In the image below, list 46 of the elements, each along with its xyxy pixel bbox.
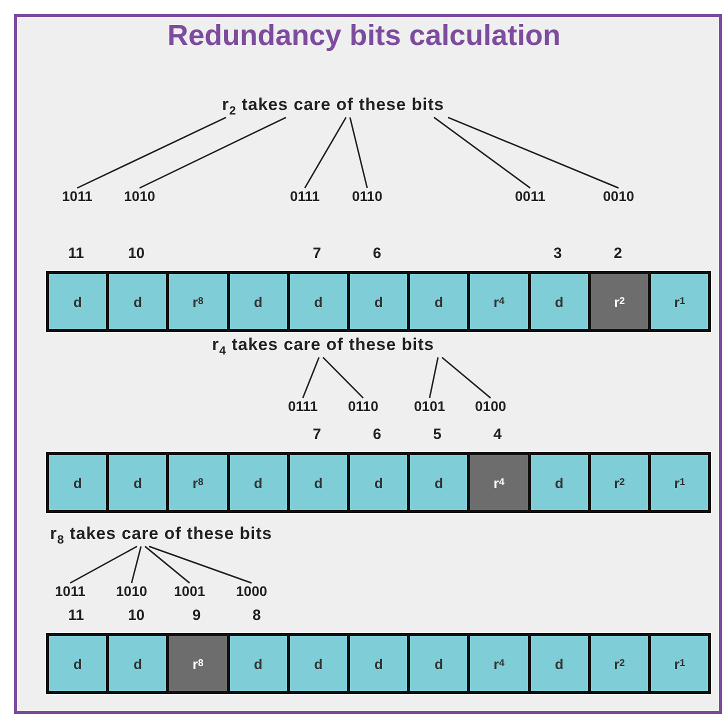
annotation-text: r$_{8}$ takes care of these bits [50, 524, 272, 546]
position-number: 2 [614, 245, 622, 262]
position-number: 7 [312, 245, 322, 262]
annotation-text: r$_{4}$ takes care of these bits [212, 335, 434, 358]
leader-line [144, 546, 190, 584]
binary-code: 0111 [288, 398, 318, 414]
position-number: 10 [128, 245, 145, 262]
binary-code: 1010 [116, 583, 148, 599]
binary-code: 1011 [55, 583, 86, 599]
position-number: 6 [372, 245, 382, 262]
position-number: 11 [68, 607, 84, 624]
leader-line [442, 356, 492, 399]
position-number: 7 [312, 426, 322, 443]
leader-line [322, 356, 364, 399]
binary-code: 1010 [124, 188, 156, 204]
position-number: 9 [192, 607, 201, 624]
annotation-text: r$_{2}$ takes care of these bits [222, 95, 444, 118]
position-number: 6 [372, 426, 382, 443]
leader-line [349, 117, 368, 188]
leader-line [76, 116, 226, 189]
title: Redundancy bits calculation [166, 20, 562, 53]
leader-line [70, 546, 138, 584]
leader-line [139, 116, 286, 189]
binary-code: 0011 [515, 188, 546, 204]
position-number: 8 [252, 607, 261, 624]
binary-code: 0101 [414, 398, 446, 414]
binary-code: 0010 [603, 188, 634, 204]
binary-code: 1001 [174, 583, 206, 599]
leader-line [428, 357, 439, 398]
position-number: 10 [128, 607, 145, 624]
leader-line [130, 546, 142, 584]
position-number: 3 [554, 245, 562, 262]
binary-code: 0110 [352, 188, 382, 204]
leader-line [304, 117, 347, 188]
binary-code: 1011 [62, 188, 92, 204]
leader-line [434, 116, 531, 189]
leader-line [448, 116, 619, 189]
position-number: 4 [493, 426, 502, 443]
leader-line [148, 546, 252, 584]
binary-code: 0110 [348, 398, 378, 414]
position-number: 11 [68, 245, 84, 262]
binary-code: 0100 [475, 398, 506, 414]
binary-code: 1000 [236, 583, 268, 599]
leader-line [302, 357, 320, 398]
position-number: 5 [433, 426, 442, 443]
binary-code: 0111 [290, 188, 320, 204]
